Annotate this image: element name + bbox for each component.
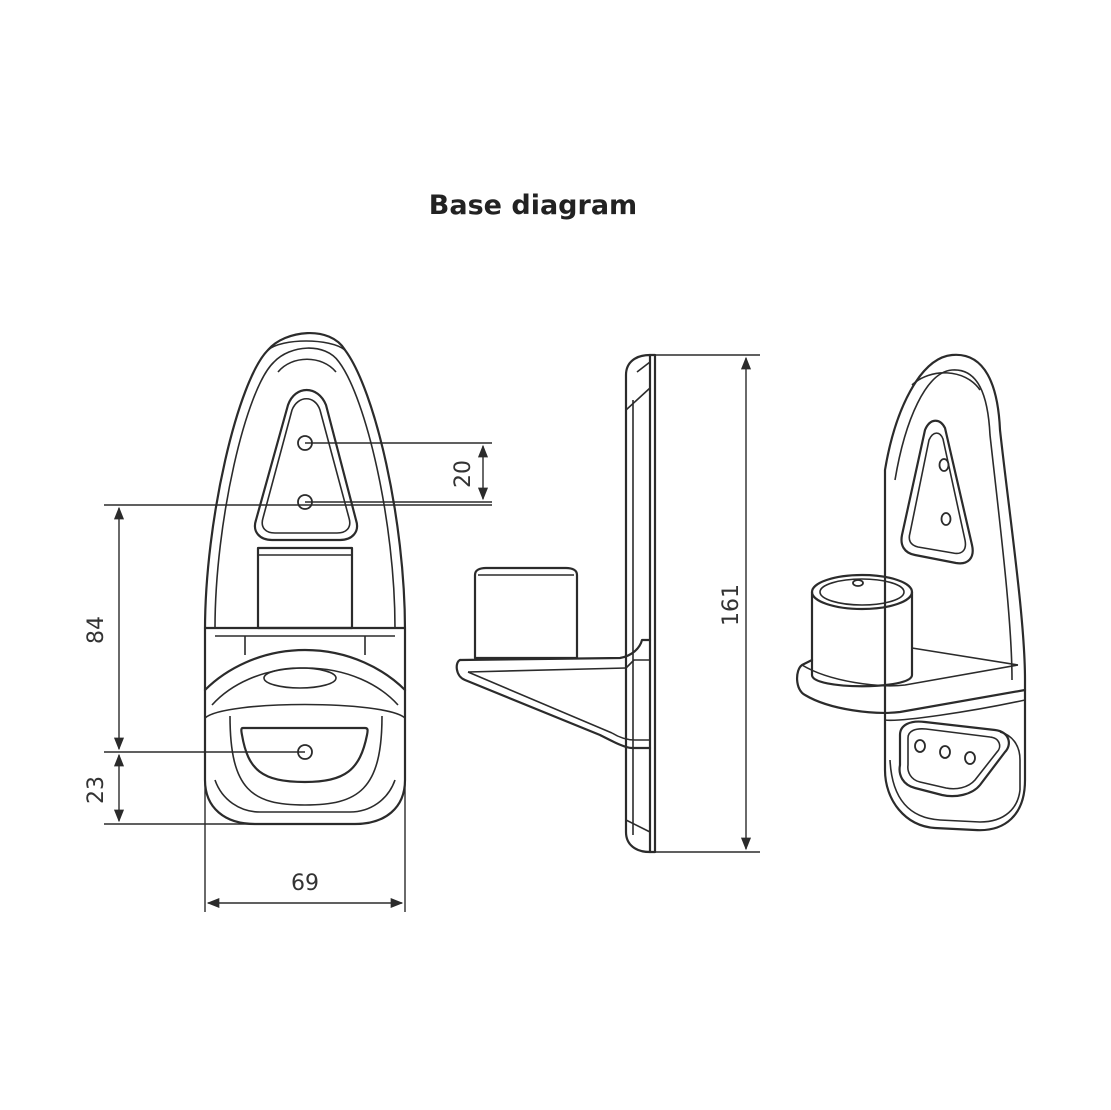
dim-height-84: 84 [84,504,492,753]
front-view [203,331,407,826]
diagram-title: Base diagram [428,190,638,221]
dim-label-161: 161 [719,584,744,626]
dim-width-69: 69 [204,780,406,912]
side-view [455,353,657,854]
dim-label-69: 69 [291,871,319,896]
dim-offset-23: 23 [84,753,255,825]
isometric-view [796,353,1027,832]
dim-label-23: 23 [84,776,109,804]
dim-hole-spacing: 20 [305,442,492,503]
dim-label-84: 84 [84,616,109,644]
dim-total-161: 161 [655,354,760,853]
dim-label-20: 20 [451,460,476,488]
